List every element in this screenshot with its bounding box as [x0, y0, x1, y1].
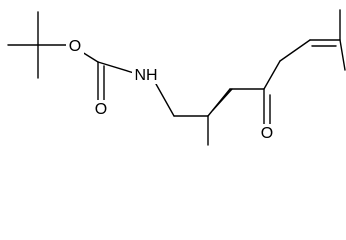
ester-oxygen-bg: [66, 37, 84, 55]
ketone-oxygen-bg: [257, 124, 277, 142]
bond-terminal-methyl-bottom: [339, 39, 346, 71]
bond-alkene-double-b: [212, 88, 233, 111]
chemical-structure: O O NH O: [7, 9, 346, 146]
bond-nitrogen-to-ch2: [155, 83, 175, 117]
bond-ester-oxygen-to-carbonyl: [81, 51, 99, 63]
amide-nitrogen-label: NH: [134, 67, 157, 84]
bond-ketone-to-vinyl: [279, 39, 311, 62]
ester-oxygen-label: O: [69, 38, 81, 55]
amide-nitrogen-bg: [132, 66, 160, 84]
ketone-oxygen-label: O: [261, 125, 273, 142]
carbonyl-oxygen-bg: [91, 100, 111, 118]
bond-carbonyl-to-nitrogen: [97, 61, 135, 74]
carbonyl-oxygen-label: O: [95, 101, 107, 118]
bond-ch-to-ketone-carbon: [263, 60, 281, 90]
